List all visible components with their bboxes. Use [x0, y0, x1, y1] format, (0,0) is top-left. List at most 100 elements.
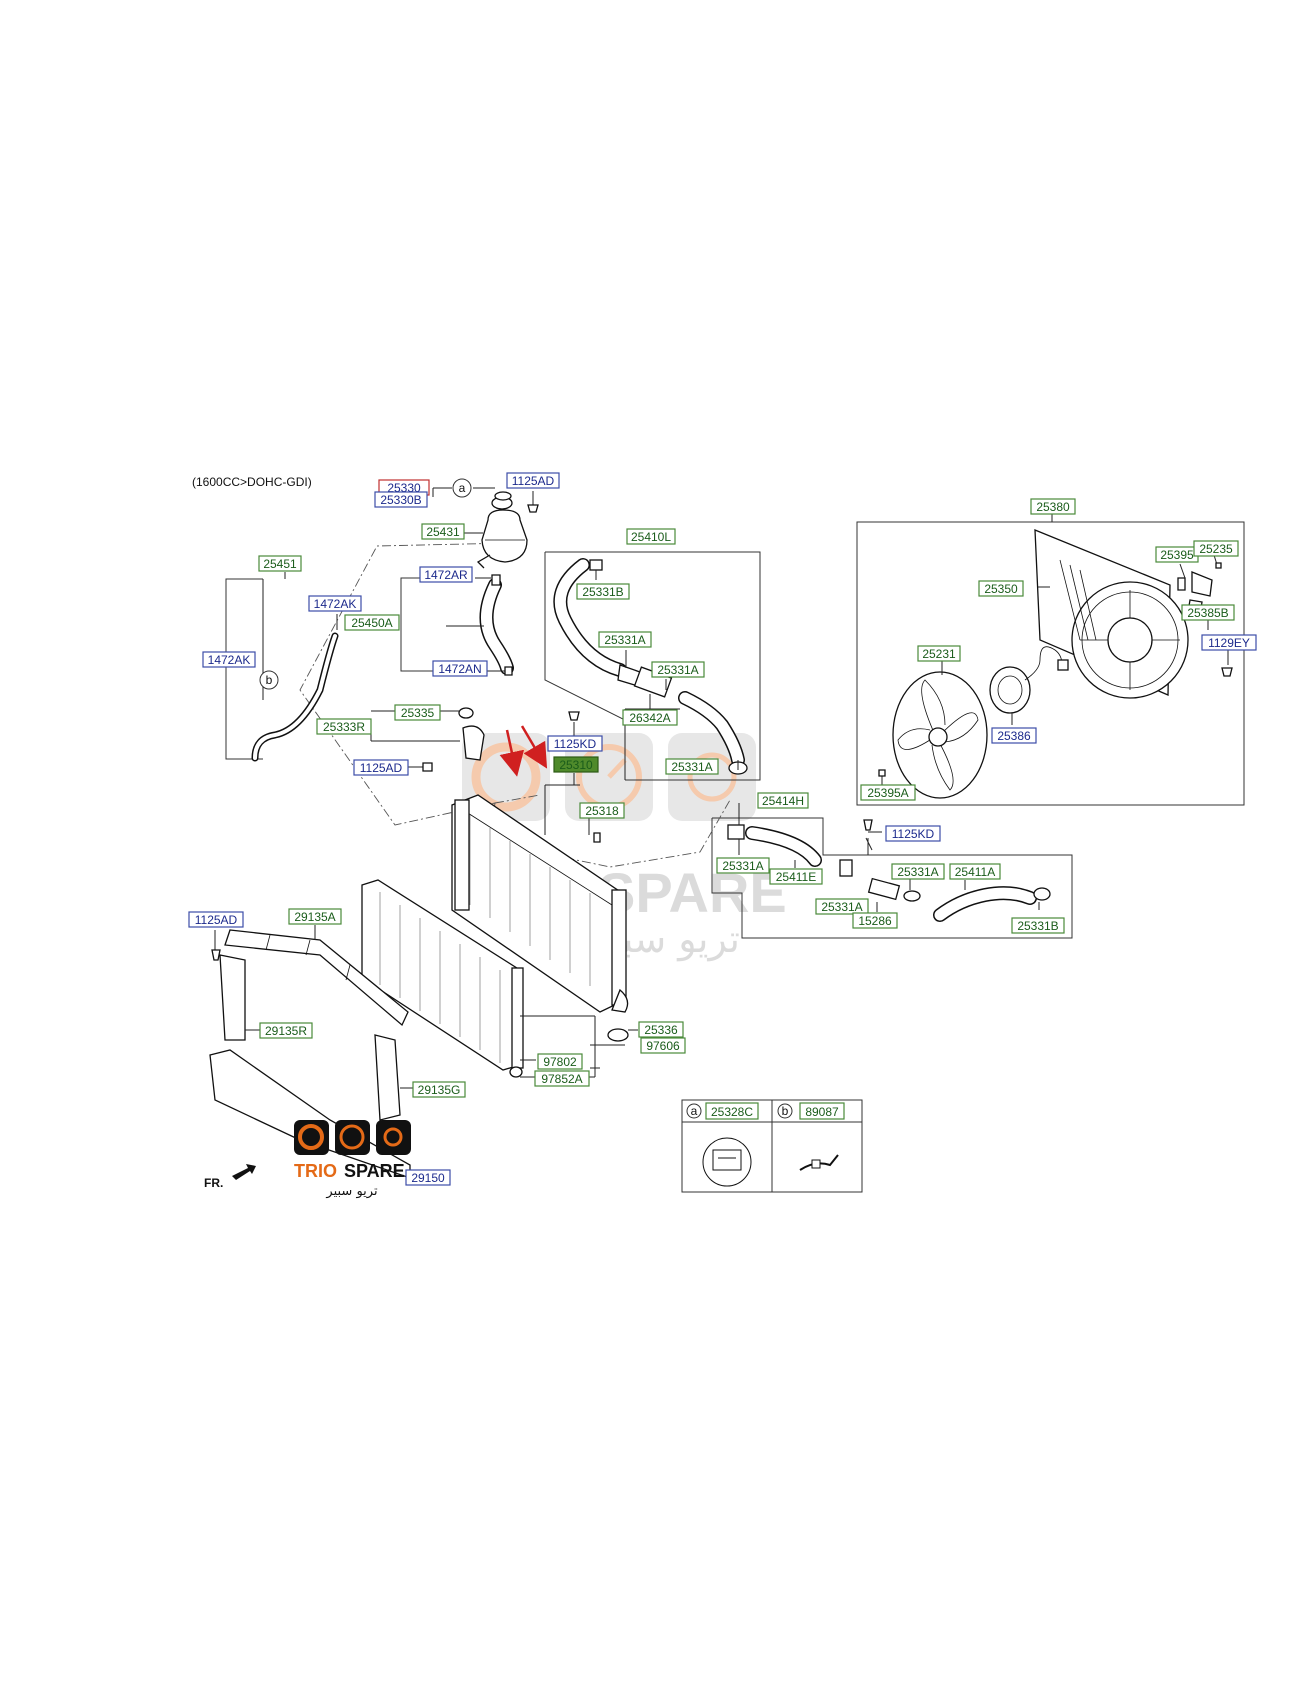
part-number-text: 25235 — [1199, 542, 1233, 556]
part-number-text: 29135R — [265, 1024, 307, 1038]
part-number-text: 25331A — [671, 760, 712, 774]
part-number-text: 29150 — [411, 1171, 445, 1185]
part-label-1125kd_a: 1125KD — [547, 735, 603, 752]
part-label-25451: 25451 — [258, 555, 302, 572]
part-label-25411e: 25411E — [769, 868, 823, 885]
bolt-icon — [527, 504, 539, 513]
part-label-26342a: 26342A — [622, 709, 678, 726]
part-number-text: 1125AD — [195, 913, 238, 927]
clamp-icon — [727, 824, 745, 840]
part-label-97802: 97802 — [537, 1053, 583, 1070]
air-guard-29135R — [219, 954, 246, 1041]
part-number-text: 1125AD — [512, 474, 555, 488]
part-label-97852a: 97852A — [534, 1070, 590, 1087]
part-number-text: 25231 — [922, 647, 956, 661]
front-arrow-icon — [232, 1164, 256, 1180]
part-label-29150: 29150 — [405, 1169, 451, 1186]
part-label-25386: 25386 — [991, 727, 1037, 744]
part-label-25231: 25231 — [917, 645, 961, 662]
air-guard-29135A — [224, 929, 409, 1027]
part-number-text: 1125KD — [892, 827, 935, 841]
part-label-1129ey: 1129EY — [1201, 634, 1257, 651]
part-number-text: 25395 — [1160, 548, 1194, 562]
fan-25231 — [892, 671, 988, 799]
part-label-25331b_b: 25331B — [1011, 917, 1065, 934]
part-label-29135g: 29135G — [412, 1081, 466, 1098]
part-label-25333r: 25333R — [316, 718, 372, 735]
part-label-25331a_c: 25331A — [665, 758, 719, 775]
part-number-text: 25331A — [604, 633, 645, 647]
part-number-text: 25333R — [323, 720, 365, 734]
part-number-text: 25310 — [559, 758, 593, 772]
part-label-25331a_f: 25331A — [815, 898, 869, 915]
part-number-text: 25386 — [997, 729, 1031, 743]
part-label-15286: 15286 — [852, 912, 898, 929]
part-number-text: 1472AN — [438, 662, 481, 676]
frame-25380 — [856, 521, 1245, 806]
legend-a-marker: a — [691, 1104, 698, 1118]
part-label-25385b: 25385B — [1181, 604, 1235, 621]
legend-a-part: 25328C — [711, 1105, 753, 1119]
part-number-text: 25411E — [776, 870, 816, 884]
frame-25410L — [545, 551, 761, 781]
part-label-25450a: 25450A — [344, 614, 400, 631]
part-label-1472ak_a: 1472AK — [308, 595, 362, 612]
legend-b-marker: b — [782, 1104, 789, 1118]
part-label-25235: 25235 — [1193, 540, 1239, 557]
part-labels: 2533025330B1125AD25431254511472AK1472AR2… — [188, 472, 1257, 1186]
part-label-1472ak_b: 1472AK — [202, 651, 256, 668]
marker-a: a — [459, 481, 466, 495]
part-label-1125ad_mid: 1125AD — [353, 759, 409, 776]
part-number-text: 1125AD — [360, 761, 403, 775]
highlight-arrow-2 — [520, 725, 548, 769]
part-label-25310: 25310 — [553, 756, 599, 773]
reservoir-25431 — [463, 496, 528, 569]
part-number-text: 25350 — [984, 582, 1018, 596]
part-label-25380: 25380 — [1030, 498, 1076, 515]
clamp-icon — [589, 559, 603, 571]
part-number-text: 25336 — [644, 1023, 678, 1037]
highlight-arrow-1 — [499, 729, 525, 777]
part-number-text: 1129EY — [1208, 636, 1250, 650]
air-guard-29135G — [374, 1034, 401, 1121]
part-label-25395_a: 25395 — [1155, 546, 1199, 563]
part-number-text: 25410L — [631, 530, 671, 544]
o-ring — [494, 491, 512, 501]
part-label-25331a_e: 25331A — [891, 863, 945, 880]
frame-25414H — [711, 817, 1073, 939]
part-label-25395a: 25395A — [860, 784, 916, 801]
part-number-text: 15286 — [858, 914, 892, 928]
radiator-25310 — [451, 794, 629, 1013]
part-number-text: 25331A — [821, 900, 862, 914]
part-number-text: 97606 — [646, 1039, 680, 1053]
part-label-25318: 25318 — [579, 802, 625, 819]
part-number-text: 25331A — [897, 865, 938, 879]
part-number-text: 25331B — [582, 585, 623, 599]
part-label-25410l: 25410L — [626, 528, 676, 545]
part-label-25331a_b: 25331A — [651, 661, 705, 678]
part-label-1472an: 1472AN — [432, 660, 488, 677]
part-number-text: 1472AR — [424, 568, 468, 582]
marker-b: b — [266, 673, 273, 687]
part-number-text: 25331B — [1017, 919, 1058, 933]
part-number-text: 29135A — [294, 910, 335, 924]
engine-note: (1600CC>DOHC-GDI) — [192, 475, 312, 489]
part-label-1125kd_b: 1125KD — [885, 825, 941, 842]
part-label-25350: 25350 — [978, 580, 1024, 597]
part-number-text: 25451 — [263, 557, 297, 571]
part-number-text: 25331A — [657, 663, 698, 677]
part-number-text: 1472AK — [314, 597, 357, 611]
part-label-1125ad_low: 1125AD — [188, 911, 244, 928]
legend-b-part: 89087 — [805, 1105, 839, 1119]
part-number-text: 25330B — [380, 493, 421, 507]
part-number-text: 25385B — [1187, 606, 1228, 620]
front-direction-label: FR. — [204, 1176, 223, 1190]
motor-25386 — [989, 646, 1069, 714]
brand-logo: TRIO SPARE تريو سبير — [294, 1120, 411, 1199]
part-number-text: 25318 — [585, 804, 619, 818]
part-number-text: 25380 — [1036, 500, 1070, 514]
part-number-text: 1125KD — [554, 737, 597, 751]
part-label-25331a_a: 25331A — [598, 631, 652, 648]
fan-shroud-25350 — [1034, 529, 1189, 699]
